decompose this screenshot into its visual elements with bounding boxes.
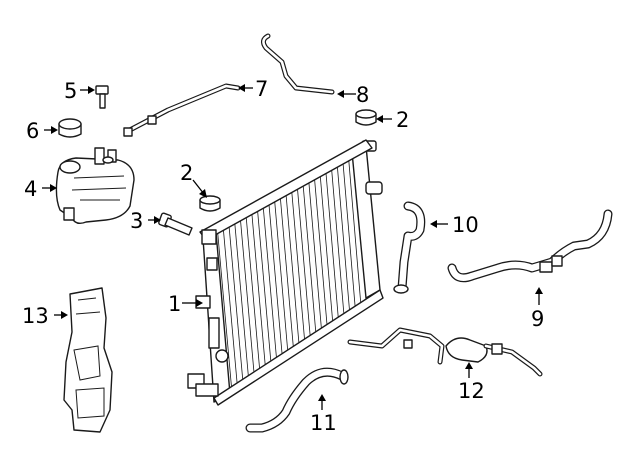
callout-9: 9 bbox=[531, 307, 544, 331]
fin-line bbox=[325, 171, 339, 319]
fin-line bbox=[262, 206, 277, 359]
vent-hose bbox=[260, 33, 335, 95]
leader-lines bbox=[42, 84, 543, 410]
fin-line bbox=[228, 226, 244, 381]
fin-line bbox=[291, 190, 306, 341]
filler-cap bbox=[199, 195, 221, 212]
fin-line bbox=[336, 164, 350, 311]
bypass-hose bbox=[347, 327, 543, 377]
callout-2-radiator-cap: 2 bbox=[396, 108, 409, 132]
reservoir-cap bbox=[58, 118, 82, 138]
radiator-fins bbox=[217, 155, 367, 389]
callout-3: 3 bbox=[130, 209, 143, 233]
fin-line bbox=[348, 158, 362, 304]
radiator bbox=[187, 139, 384, 406]
callout-11: 11 bbox=[310, 411, 337, 435]
callout-10: 10 bbox=[452, 213, 479, 237]
bolt-5 bbox=[95, 85, 109, 109]
callout-13: 13 bbox=[22, 304, 49, 328]
overflow-hose bbox=[123, 83, 241, 137]
fin-line bbox=[331, 168, 345, 315]
fin-line bbox=[308, 181, 322, 330]
callout-6: 6 bbox=[26, 119, 39, 143]
callout-12: 12 bbox=[458, 379, 485, 403]
callout-5: 5 bbox=[64, 79, 77, 103]
callout-2-filler-cap: 2 bbox=[180, 161, 193, 185]
radiator-cap bbox=[355, 109, 377, 126]
fin-line bbox=[279, 197, 294, 348]
fin-line bbox=[314, 177, 328, 326]
fin-line bbox=[268, 203, 283, 356]
lower-radiator-hose bbox=[245, 367, 349, 433]
fin-line bbox=[319, 174, 334, 322]
fin-line bbox=[251, 213, 266, 367]
fin-line bbox=[240, 219, 255, 374]
upper-radiator-hose bbox=[393, 201, 426, 294]
callout-7: 7 bbox=[255, 77, 268, 101]
fin-line bbox=[285, 193, 300, 345]
bolt-3 bbox=[158, 212, 193, 236]
fin-line bbox=[274, 200, 289, 352]
callout-4: 4 bbox=[24, 177, 37, 201]
air-deflector bbox=[63, 287, 113, 433]
fin-line bbox=[245, 216, 261, 370]
callout-8: 8 bbox=[356, 83, 369, 107]
fin-line bbox=[234, 223, 249, 378]
coolant-reservoir bbox=[55, 147, 135, 225]
fin-line bbox=[302, 184, 317, 333]
fin-line bbox=[222, 229, 238, 385]
fin-line bbox=[217, 232, 233, 389]
callout-labels: 1 2 2 3 4 5 6 7 8 9 10 11 12 13 bbox=[22, 77, 544, 435]
fin-line bbox=[342, 161, 356, 308]
fin-line bbox=[257, 210, 272, 363]
heater-hose bbox=[447, 209, 613, 283]
fin-line bbox=[296, 187, 311, 337]
callout-1: 1 bbox=[168, 292, 181, 316]
